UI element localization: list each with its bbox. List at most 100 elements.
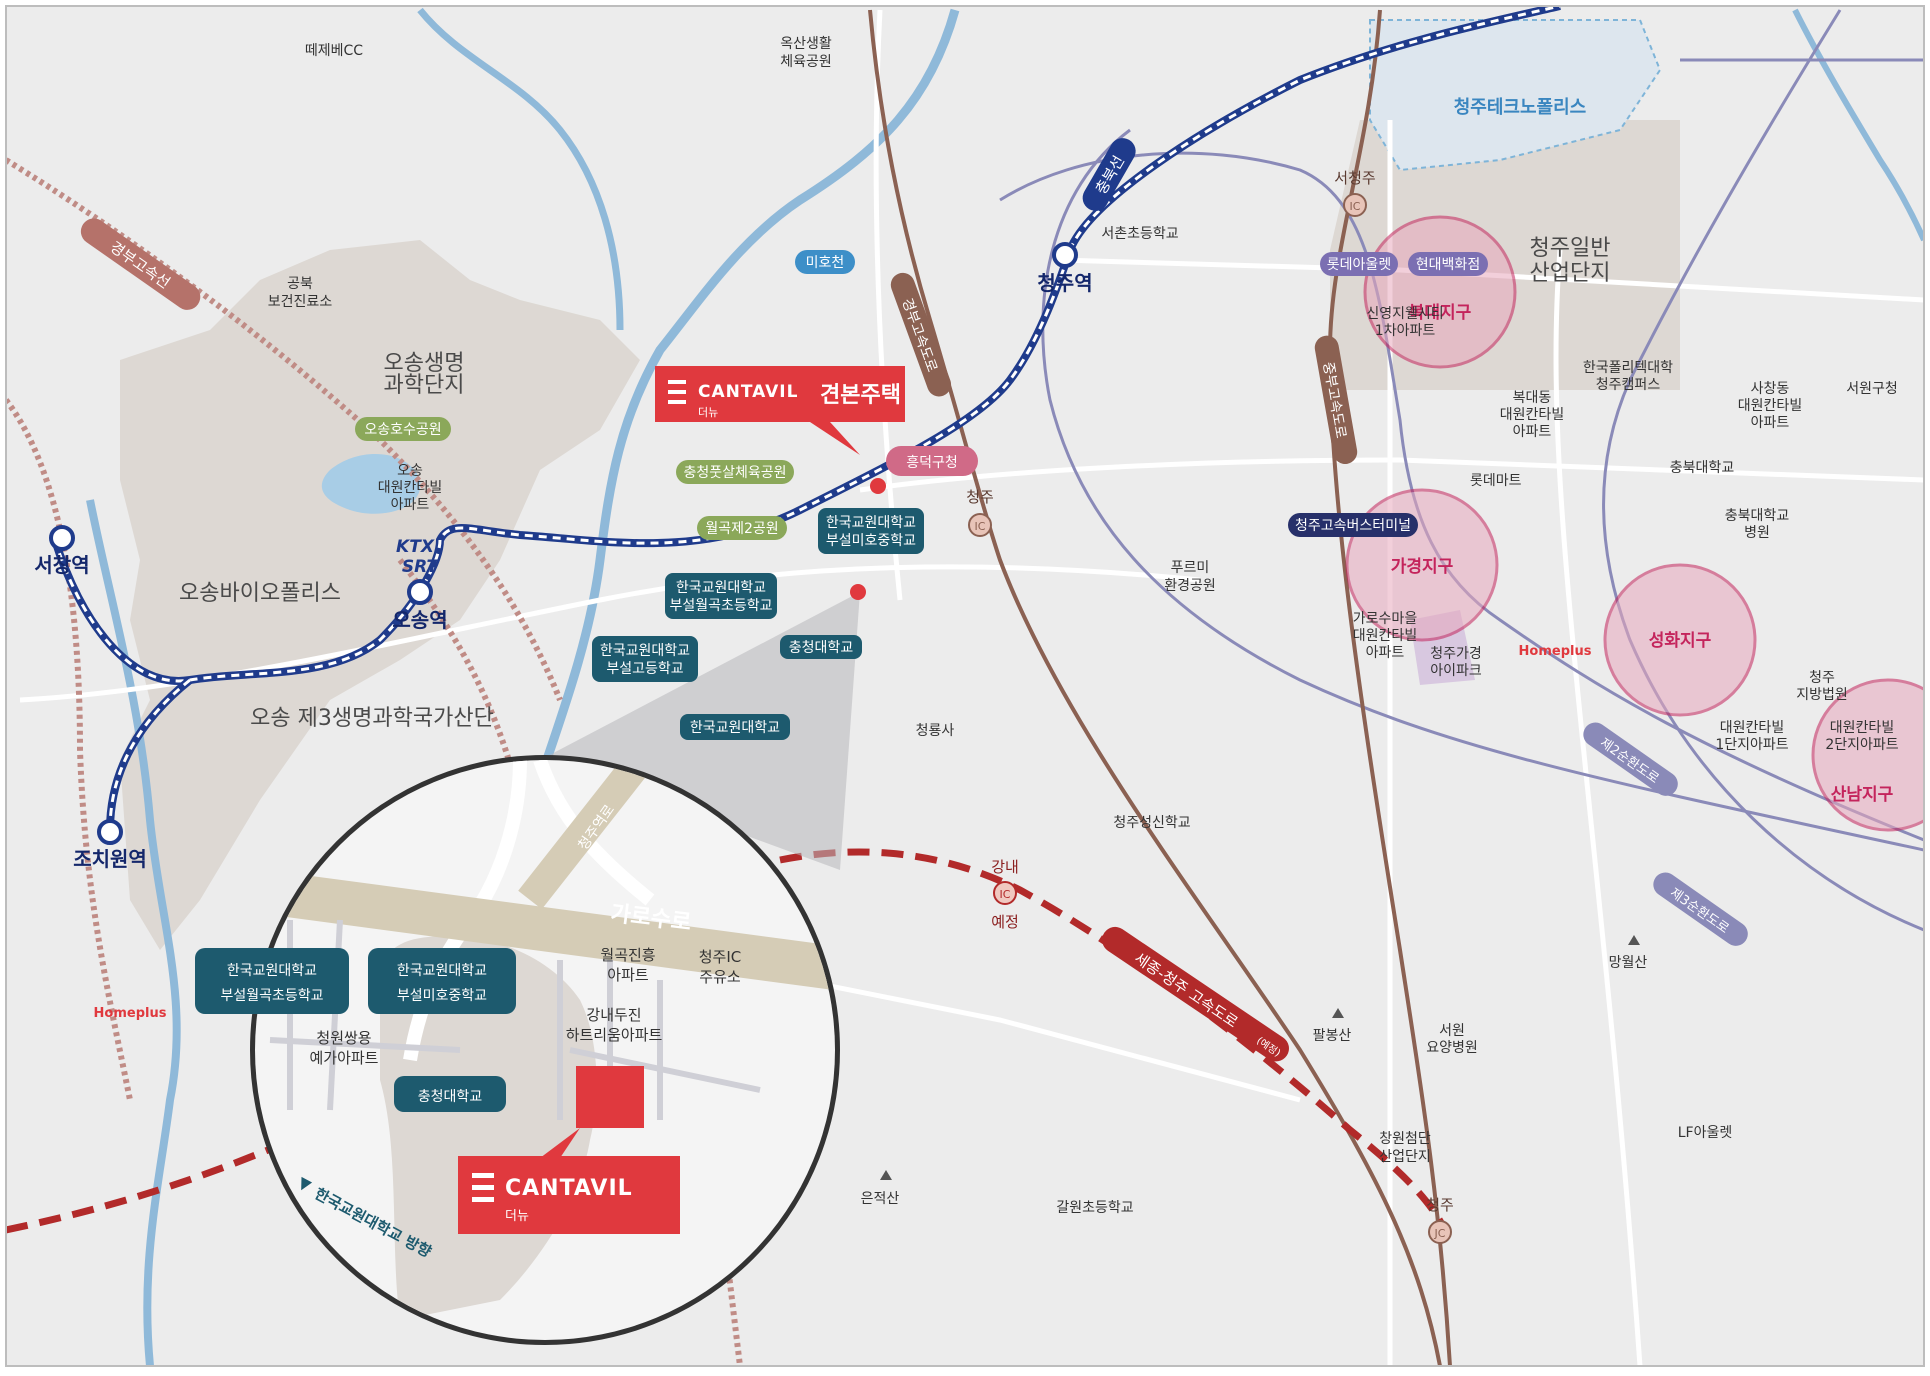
osong-life-label-2: 과학단지	[384, 373, 465, 398]
inset-cheongwon-2: 예가아파트	[309, 1049, 378, 1067]
pill-wolgok2: 월곡제2공원	[697, 516, 787, 540]
pill-heungdeok: 흥덕구청	[886, 446, 978, 476]
place-lf-outlet: LF아울렛	[1678, 1125, 1733, 1141]
inset-gas-2: 주유소	[699, 968, 741, 986]
inset-pill-chungcheong: 충청대학교	[394, 1076, 506, 1112]
svg-text:강내: 강내	[991, 858, 1019, 876]
site-dot-project[interactable]	[850, 584, 866, 600]
gyeongbu-railway	[6, 157, 563, 702]
osong-lake	[321, 453, 421, 514]
station-cheongju[interactable]: 청주역	[1037, 242, 1093, 295]
place-garosu-3: 아파트	[1366, 645, 1405, 661]
svg-text:현대백화점: 현대백화점	[1416, 257, 1480, 273]
pill-mihocheon: 미호천	[795, 250, 855, 274]
svg-text:서청주: 서청주	[1334, 169, 1375, 187]
osong-zone	[120, 240, 640, 950]
svg-text:한국교원대학교: 한국교원대학교	[690, 720, 780, 736]
pill-osong-lake: 오송호수공원	[355, 417, 451, 441]
place-purumi-2: 환경공원	[1164, 578, 1216, 594]
place-polytech-1: 한국폴리텍대학	[1583, 360, 1673, 376]
svg-text:CANTAVIL: CANTAVIL	[505, 1176, 633, 1201]
ic-seocheongju: 서청주 IC	[1334, 169, 1376, 217]
svg-text:부설고등학교: 부설고등학교	[606, 661, 683, 677]
place-lottemart: 롯데마트	[1470, 473, 1522, 489]
river-west	[86, 499, 181, 1366]
place-bokdae-apt-2: 대원칸타빌	[1500, 407, 1564, 423]
district-sannam: 산남지구	[1811, 678, 1924, 832]
pill-lotte-outlet: 롯데아울렛	[1320, 252, 1398, 276]
place-seongsin: 청주성신학교	[1113, 815, 1190, 831]
osong-life-label-1: 오송생명	[384, 351, 465, 376]
svg-text:미호천: 미호천	[806, 255, 845, 271]
station-osong[interactable]: 오송역	[392, 579, 448, 632]
ring-road-west	[1041, 128, 1924, 852]
svg-text:JC: JC	[1434, 1227, 1446, 1240]
place-kantavil1-2: 1단지아파트	[1715, 737, 1788, 753]
place-shinyoung-2: 1차아파트	[1375, 323, 1436, 339]
jungbu-expressway	[1327, 9, 1452, 1366]
inset-brand-marker: CANTAVIL 더뉴	[458, 1128, 680, 1234]
district-seonghwa-label: 성화지구	[1649, 631, 1712, 651]
district-seonghwa: 성화지구	[1603, 563, 1757, 717]
place-galwon: 갈원초등학교	[1056, 1200, 1133, 1216]
place-bokdae-apt-1: 복대동	[1513, 390, 1552, 406]
svg-text:KTX: KTX	[396, 537, 435, 557]
ring-road-outer	[999, 58, 1924, 842]
pill-bus-terminal: 청주고속버스터미널	[1288, 513, 1418, 537]
jc-cheongju: 청주 JC	[1426, 1196, 1454, 1244]
svg-text:한국교원대학교: 한국교원대학교	[600, 643, 690, 659]
map-frame	[5, 5, 1925, 1367]
place-kantavil1-1: 대원칸타빌	[1720, 720, 1784, 736]
place-seowon-hosp-2: 요양병원	[1426, 1040, 1478, 1056]
inset-site-block[interactable]	[576, 1066, 644, 1128]
osong3-label: 오송 제3생명과학국가산단	[250, 706, 494, 731]
inset-wolgok-1: 월곡진흥	[600, 946, 655, 964]
mountain-icon	[1332, 1008, 1344, 1018]
place-labels: 떼제베CC 옥산생활 체육공원 공북 보건진료소 오송 대원칸타빌 아파트 서촌…	[94, 36, 1899, 1216]
district-sannam-label: 산남지구	[1831, 785, 1894, 805]
pill-knue: 한국교원대학교	[680, 714, 790, 740]
station-jochiwon[interactable]: 조치원역	[73, 819, 147, 871]
place-kantavil2-1: 대원칸타빌	[1830, 720, 1894, 736]
inset-gangnae-2: 하트리움아파트	[566, 1026, 663, 1044]
technopolis-label: 청주테크노폴리스	[1454, 97, 1586, 118]
place-osong-apt-2: 대원칸타빌	[378, 480, 442, 496]
svg-text:더뉴: 더뉴	[505, 1209, 529, 1224]
place-chungbuk-univ: 충북대학교	[1670, 460, 1735, 476]
technopolis-zone	[1369, 19, 1662, 172]
pill-chungcheong-univ: 충청대학교	[780, 635, 862, 659]
inset-gangnae-1: 강내두진	[586, 1006, 641, 1024]
svg-text:예정: 예정	[991, 913, 1019, 931]
gyeongbu-expressway	[868, 9, 1442, 1366]
osong-bio-label: 오송바이오폴리스	[179, 581, 341, 606]
svg-text:충청풋살체육공원: 충청풋살체육공원	[683, 465, 786, 481]
ktx-srt-logo: KTX SRT	[396, 537, 439, 577]
svg-text:청주: 청주	[1426, 1196, 1454, 1214]
place-court-1: 청주	[1809, 670, 1835, 686]
svg-text:오송호수공원: 오송호수공원	[364, 422, 441, 438]
svg-text:충청대학교: 충청대학교	[789, 640, 854, 656]
place-polytech-2: 청주캠퍼스	[1596, 377, 1661, 393]
place-sachang-3: 아파트	[1751, 415, 1790, 431]
industrial-label-2: 산업단지	[1530, 261, 1611, 286]
place-shinyoung-1: 신영지웰시티	[1366, 306, 1443, 322]
station-seochang[interactable]: 서창역	[34, 525, 90, 577]
model-house-marker[interactable]: CANTAVIL 더뉴 견본주택	[655, 366, 905, 455]
svg-text:흥덕구청: 흥덕구청	[906, 455, 958, 471]
railway-2	[6, 398, 133, 1101]
place-bokdae-apt-3: 아파트	[1513, 424, 1552, 440]
place-osong-apt-1: 오송	[397, 463, 423, 479]
district-bokdae-label: 복대지구	[1409, 303, 1472, 323]
place-seochon: 서촌초등학교	[1101, 226, 1178, 242]
svg-text:한국교원대학교: 한국교원대학교	[826, 515, 916, 531]
place-cheongryongsa: 청룡사	[916, 723, 955, 739]
place-osong-apt-3: 아파트	[391, 497, 430, 513]
site-dot-model-house[interactable]	[870, 478, 886, 494]
